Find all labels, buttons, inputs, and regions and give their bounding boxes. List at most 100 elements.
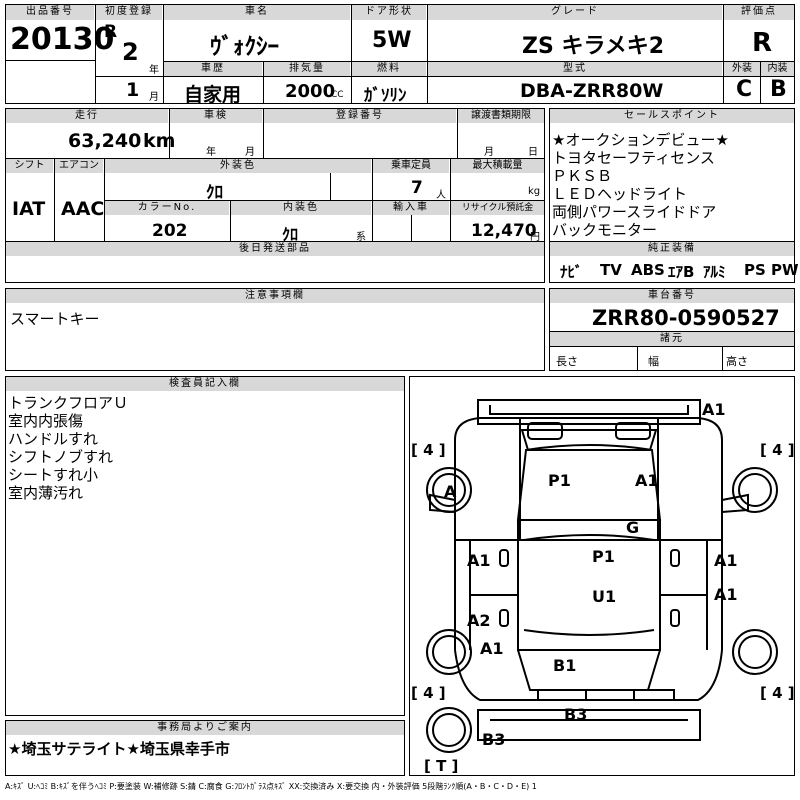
regno-header: 登録番号	[264, 109, 456, 123]
damage-mark: A2	[467, 611, 491, 630]
reg-month: 1	[126, 79, 140, 101]
chassis-number: ZRR80-0590527	[592, 306, 780, 330]
inspector-line: ハンドルすれ	[8, 430, 99, 448]
transfer-month-unit: 月	[484, 147, 494, 158]
damage-mark: B3	[482, 730, 505, 749]
inspection-month-unit: 月	[245, 147, 255, 158]
model-type: DBA-ZRR80W	[520, 80, 664, 102]
inspector-header: 検査員記入欄	[6, 377, 404, 391]
damage-diagram	[409, 376, 795, 776]
office-header: 事務局よりご案内	[6, 721, 404, 735]
chassis-box	[549, 288, 795, 371]
history: 自家用	[184, 84, 242, 106]
interior-color-header: 内装色	[231, 201, 371, 215]
damage-mark: B1	[553, 656, 576, 675]
damage-mark: A1	[635, 471, 659, 490]
aircon-header: エアコン	[55, 159, 103, 173]
first-reg-header: 初度登録	[96, 5, 162, 20]
equip-item: TV	[600, 261, 622, 279]
damage-mark: A1	[467, 551, 491, 570]
rating-header: 評価点	[724, 5, 794, 20]
cc-unit: CC	[331, 90, 344, 100]
equip-item: ABS	[631, 261, 665, 279]
history-header: 車歴	[164, 62, 262, 76]
tire-grade: [ T ]	[424, 757, 458, 775]
office-box	[5, 720, 405, 776]
damage-mark: A1	[702, 400, 726, 419]
grade-header: グレード	[428, 5, 722, 20]
mileage-header: 走行	[6, 109, 168, 123]
lot-no-header: 出品番号	[6, 5, 94, 20]
color-no-header: カラーNo.	[105, 201, 229, 215]
later-parts-header: 後日発送部品	[6, 242, 544, 256]
import-header: 輸入車	[373, 201, 449, 215]
lot-number: 20130	[10, 22, 115, 57]
inspector-line: トランクフロアＵ	[8, 394, 129, 412]
recycle-fee: 12,470	[471, 221, 537, 241]
rating: R	[752, 28, 773, 58]
damage-mark: U1	[592, 587, 616, 606]
sales-points-header: セールスポイント	[550, 109, 794, 123]
tire-grade: [ 4 ]	[411, 684, 446, 702]
reg-month-unit: 月	[149, 92, 159, 103]
shift: IAT	[12, 198, 46, 220]
grade: ZS キラメキ2	[522, 34, 665, 59]
equipment-header: 純正装備	[550, 242, 794, 256]
interior-color-unit: 系	[356, 232, 366, 243]
equip-item: ｴｱB	[668, 263, 695, 281]
fuel: ｶﾞｿﾘﾝ	[364, 86, 407, 106]
transfer-deadline-header: 譲渡書類期限	[458, 109, 544, 123]
int-grade: B	[770, 77, 787, 102]
reg-year: 2	[122, 38, 139, 66]
type-header: 型式	[428, 62, 722, 76]
damage-mark: A1	[714, 551, 738, 570]
era: R	[104, 22, 118, 42]
recycle-header: リサイクル預託金	[451, 201, 544, 215]
shift-header: シフト	[6, 159, 53, 173]
interior-color: ｸﾛ	[282, 225, 299, 244]
displacement: 2000	[285, 81, 336, 102]
mileage-unit: km	[143, 130, 176, 152]
fuel-header: 燃料	[352, 62, 426, 76]
door-type: 5W	[372, 28, 412, 53]
max-load-header: 最大積載量	[451, 159, 544, 173]
sales-line: バックモニター	[552, 221, 658, 239]
inspector-line: 室内薄汚れ	[8, 484, 84, 502]
damage-mark: P1	[592, 547, 615, 566]
top-section	[5, 4, 795, 104]
model-name: ｳﾞｫｸｼｰ	[210, 34, 279, 60]
length-label: 長さ	[556, 355, 578, 368]
sales-line: 両側パワースライドドア	[552, 203, 717, 221]
equip-item: ﾅﾋﾞ	[560, 263, 583, 281]
ext-grade: C	[736, 77, 753, 102]
damage-mark: P1	[548, 471, 571, 490]
height-label: 高さ	[726, 355, 748, 368]
inspection-year-unit: 年	[206, 147, 216, 158]
damage-mark: B3	[564, 705, 587, 724]
inspector-box	[5, 376, 405, 716]
chassis-header: 車台番号	[550, 289, 794, 303]
recycle-unit: 円	[530, 232, 540, 243]
exterior-color: ｸﾛ	[206, 183, 223, 203]
equip-item: ｱﾙﾐ	[703, 263, 726, 281]
load-unit: kg	[528, 186, 541, 197]
inspector-line: シフトノブすれ	[8, 448, 114, 466]
equip-item: PS	[744, 261, 766, 279]
tire-grade: [ 4 ]	[411, 441, 446, 459]
reg-year-unit: 年	[149, 65, 159, 76]
legend: A:ｷｽﾞ U:ﾍｺﾐ B:ｷｽﾞを伴うﾍｺﾐ P:要塗装 W:補修跡 S:錆 …	[5, 782, 537, 791]
width-label: 幅	[648, 355, 659, 368]
damage-mark: A	[444, 482, 457, 501]
sales-line: ＬＥＤヘッドライト	[552, 185, 688, 203]
vehicle-details	[5, 108, 545, 283]
mileage: 63,240	[68, 130, 142, 152]
inspection-header: 車検	[170, 109, 262, 123]
door-header: ドア形状	[352, 5, 426, 20]
sales-points	[549, 108, 795, 283]
transfer-day-unit: 日	[528, 147, 538, 158]
capacity: 7	[411, 178, 423, 198]
office-text: ★埼玉サテライト★埼玉県幸手市	[8, 740, 230, 758]
specs-header: 諸元	[550, 332, 794, 346]
damage-mark: A1	[480, 639, 504, 658]
color-header: 外装色	[105, 159, 371, 173]
